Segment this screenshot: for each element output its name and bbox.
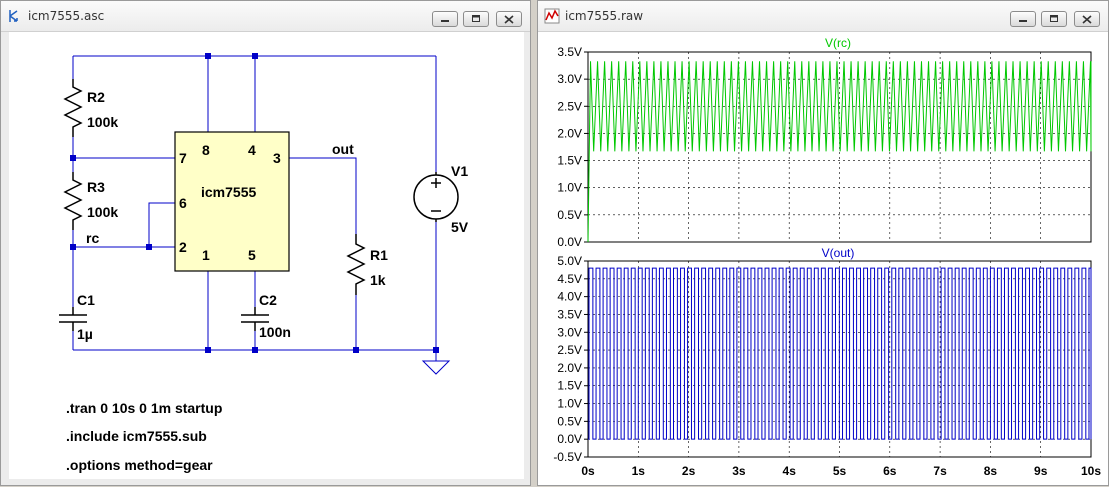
out-y-tick-label: 3.5V [557, 307, 582, 321]
minimize-button[interactable] [1010, 11, 1036, 27]
c2-value: 100n [259, 324, 291, 340]
out-y-tick-label: -0.5V [553, 450, 582, 464]
maximize-icon [472, 15, 480, 22]
out-y-tick-label: 2.0V [557, 361, 582, 375]
rc-y-tick-labels: 3.5V 3.0V 2.5V 2.0V 1.5V 1.0V 0.5V 0.0V [557, 45, 588, 249]
maximize-button[interactable] [463, 11, 489, 27]
x-tick-label: 1s [632, 464, 646, 478]
schematic-titlebar[interactable]: icm7555.asc [1, 1, 530, 32]
rc-trace[interactable] [587, 61, 1092, 243]
r2-value: 100k [87, 114, 118, 130]
component-symbols [59, 79, 459, 331]
ic-pin-4: 4 [248, 142, 256, 158]
ic-pin-8: 8 [202, 142, 210, 158]
x-tick-label: 2s [682, 464, 696, 478]
rc-y-tick-label: 2.0V [557, 126, 582, 140]
waveform-window[interactable]: icm7555.raw 3.5V 3.0V 2.5V 2.0V 1.5V 1.0V 0.5V… [537, 0, 1109, 486]
directive-options: .options method=gear [66, 457, 213, 473]
out-y-tick-label: 3.0V [557, 325, 582, 339]
schematic-app-icon [9, 10, 18, 22]
x-tick-labels: 0s 1s 2s 3s 4s 5s 6s 7s 8s 9s 10s [581, 464, 1101, 478]
r3-name: R3 [87, 179, 105, 195]
ic-pin-5: 5 [248, 247, 256, 263]
rc-y-tick-label: 2.5V [557, 99, 582, 113]
waveform-window-title: icm7555.raw [565, 9, 644, 23]
ic-body[interactable] [174, 131, 290, 272]
x-tick-label: 10s [1081, 464, 1101, 478]
minimize-icon [1019, 20, 1027, 22]
window-frame-bottom [1, 479, 530, 485]
out-y-tick-label: 2.5V [557, 343, 582, 357]
minimize-button[interactable] [432, 11, 458, 27]
x-tick-label: 8s [984, 464, 998, 478]
minimize-icon [441, 20, 449, 22]
out-y-tick-label: 0.0V [557, 432, 582, 446]
schematic-window-title: icm7555.asc [28, 9, 105, 23]
r2-name: R2 [87, 89, 105, 105]
schematic-canvas[interactable]: R2 100k R3 100k rc C1 1µ icm7555 8 4 3 7… [1, 1, 532, 487]
rc-y-tick-label: 1.5V [557, 154, 582, 168]
c2-name: C2 [259, 292, 277, 308]
window-frame-right [524, 32, 530, 485]
r1-value: 1k [370, 272, 386, 288]
close-button[interactable] [496, 11, 522, 27]
x-tick-label: 4s [783, 464, 797, 478]
out-trace[interactable] [588, 267, 1092, 440]
waveform-titlebar[interactable]: icm7555.raw [538, 1, 1108, 32]
ic-pin-2: 2 [179, 239, 187, 255]
out-y-tick-label: 4.5V [557, 272, 582, 286]
directive-include: .include icm7555.sub [66, 428, 207, 444]
window-frame-left [1, 32, 9, 485]
rc-y-tick-label: 3.0V [557, 72, 582, 86]
close-button[interactable] [1074, 11, 1100, 27]
net-label-rc: rc [86, 230, 99, 246]
rc-y-tick-label: 1.0V [557, 181, 582, 195]
v1-value: 5V [451, 219, 469, 235]
x-tick-label: 3s [732, 464, 746, 478]
schematic-window[interactable]: icm7555.asc [0, 0, 531, 486]
rc-trace-label[interactable]: V(rc) [825, 36, 851, 50]
out-y-tick-label: 5.0V [557, 254, 582, 268]
rc-y-tick-label: 3.5V [557, 45, 582, 59]
ic-pin-6: 6 [179, 195, 187, 211]
r1-name: R1 [370, 247, 388, 263]
x-tick-label: 0s [581, 464, 595, 478]
close-icon [1082, 14, 1092, 24]
junctions [70, 53, 439, 353]
out-y-tick-labels: 5.0V 4.5V 4.0V 3.5V 3.0V 2.5V 2.0V 1.5V 1.0V 0.5V… [553, 254, 588, 464]
ic-pin-3: 3 [273, 150, 281, 166]
close-icon [504, 14, 514, 24]
rc-y-tick-label: 0.0V [557, 235, 582, 249]
maximize-button[interactable] [1041, 11, 1067, 27]
r3-value: 100k [87, 204, 118, 220]
ic-pin-1: 1 [202, 247, 210, 263]
x-tick-label: 7s [933, 464, 947, 478]
ic-pin-7: 7 [179, 150, 187, 166]
ic-name: icm7555 [201, 184, 256, 200]
directive-tran: .tran 0 10s 0 1m startup [66, 400, 222, 416]
v1-name: V1 [451, 163, 468, 179]
out-y-tick-label: 4.0V [557, 290, 582, 304]
x-tick-label: 5s [833, 464, 847, 478]
net-label-out: out [332, 141, 354, 157]
x-tick-label: 6s [883, 464, 897, 478]
x-tick-label: 9s [1034, 464, 1048, 478]
out-y-tick-label: 1.0V [557, 397, 582, 411]
waveform-app-icon [544, 8, 560, 24]
out-y-tick-label: 1.5V [557, 379, 582, 393]
out-y-tick-label: 0.5V [557, 414, 582, 428]
c1-value: 1µ [77, 326, 93, 342]
out-trace-label[interactable]: V(out) [822, 246, 855, 260]
c1-name: C1 [77, 292, 95, 308]
rc-y-tick-label: 0.5V [557, 208, 582, 222]
waveform-plot-area[interactable]: 3.5V 3.0V 2.5V 2.0V 1.5V 1.0V 0.5V 0.0V 5.0V 4.5… [538, 32, 1109, 487]
maximize-icon [1050, 15, 1058, 22]
